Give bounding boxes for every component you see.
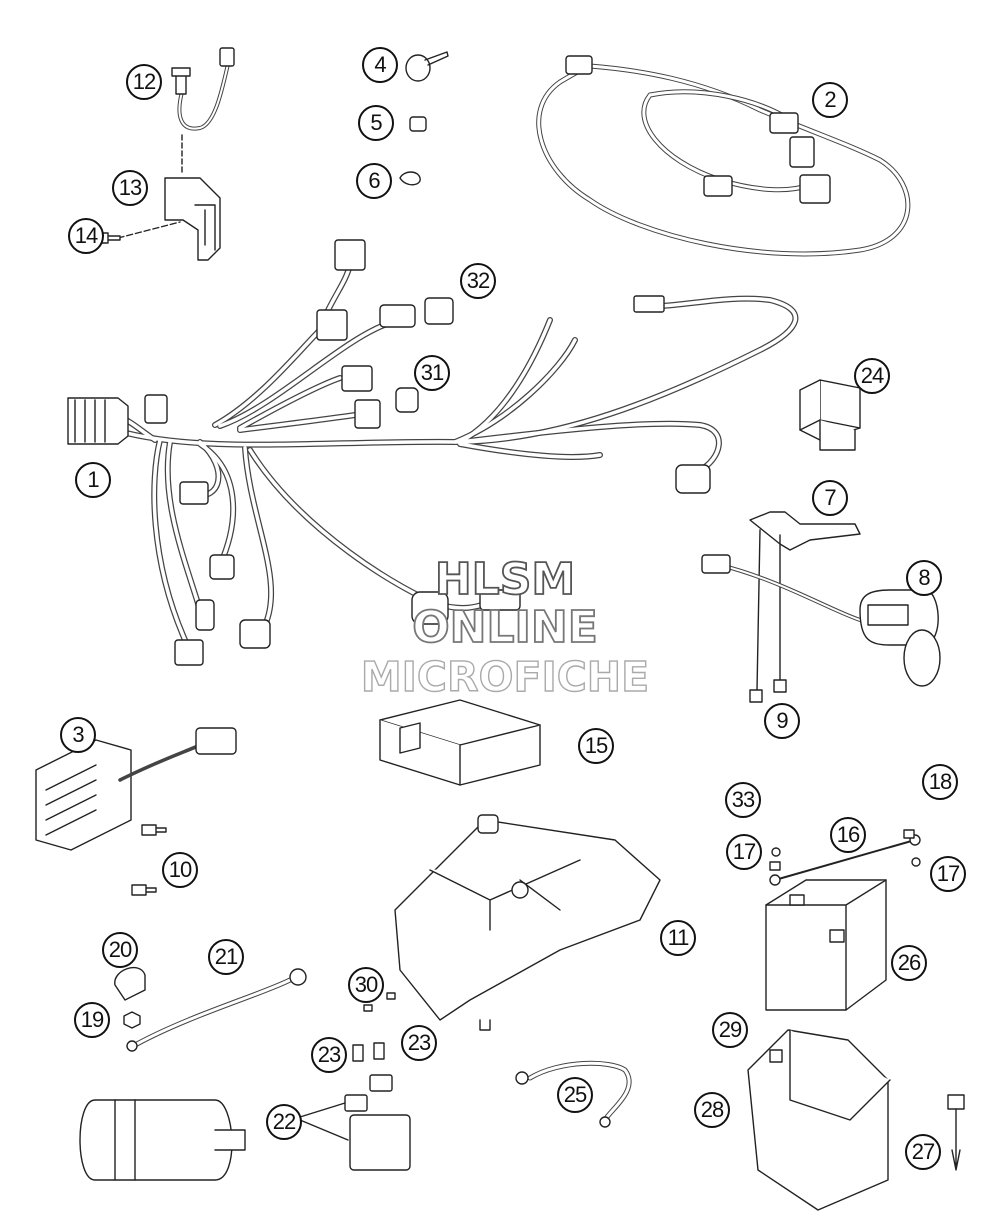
callout-21[interactable]: 21 <box>208 939 244 975</box>
callout-17a[interactable]: 17 <box>726 834 762 870</box>
watermark-line-3: MICROFICHE <box>360 653 650 701</box>
callout-6[interactable]: 6 <box>356 163 392 199</box>
callout-9[interactable]: 9 <box>764 703 800 739</box>
battery-cover-drawing <box>747 1029 891 1211</box>
callout-31[interactable]: 31 <box>414 355 450 391</box>
callout-10[interactable]: 10 <box>162 852 198 888</box>
callout-19[interactable]: 19 <box>74 1002 110 1038</box>
clip-parts-drawing <box>399 51 449 186</box>
callout-13[interactable]: 13 <box>112 170 148 206</box>
callout-4[interactable]: 4 <box>362 47 398 83</box>
callout-18[interactable]: 18 <box>922 764 958 800</box>
regulator-drawing <box>35 727 237 896</box>
main-harness-drawing <box>67 239 799 666</box>
callout-28[interactable]: 28 <box>694 1092 730 1128</box>
callout-5[interactable]: 5 <box>358 105 394 141</box>
watermark-line-2: ONLINE <box>411 602 598 653</box>
callout-1[interactable]: 1 <box>75 462 111 498</box>
wiring-harness-loop-drawing <box>536 55 911 257</box>
callout-20[interactable]: 20 <box>102 932 138 968</box>
callout-14[interactable]: 14 <box>68 218 104 254</box>
callout-24[interactable]: 24 <box>854 358 890 394</box>
callout-33[interactable]: 33 <box>725 782 761 818</box>
battery-drawing <box>765 829 921 1011</box>
cable-tie-27-drawing <box>947 1094 965 1171</box>
callout-23a[interactable]: 23 <box>311 1037 347 1073</box>
relay-and-fuses-drawing <box>299 992 411 1171</box>
horn-and-bracket-drawing <box>701 511 941 703</box>
callout-17b[interactable]: 17 <box>930 856 966 892</box>
watermark-line-1: HLSM <box>434 554 576 605</box>
starter-cable-drawing <box>114 966 307 1052</box>
callout-11[interactable]: 11 <box>660 920 696 956</box>
callout-12[interactable]: 12 <box>126 64 162 100</box>
callout-8[interactable]: 8 <box>906 560 942 596</box>
callout-22[interactable]: 22 <box>266 1104 302 1140</box>
callout-23b[interactable]: 23 <box>401 1025 437 1061</box>
callout-30[interactable]: 30 <box>348 967 384 1003</box>
callout-7[interactable]: 7 <box>812 480 848 516</box>
callout-16[interactable]: 16 <box>830 817 866 853</box>
flasher-relay-drawing <box>799 379 861 451</box>
callout-27[interactable]: 27 <box>905 1134 941 1170</box>
ground-cable-drawing <box>515 1060 632 1128</box>
callout-15[interactable]: 15 <box>578 728 614 764</box>
switch-and-holder-drawing <box>93 47 235 261</box>
callout-26[interactable]: 26 <box>891 945 927 981</box>
callout-29[interactable]: 29 <box>712 1012 748 1048</box>
starter-motor-drawing <box>79 1099 246 1181</box>
callout-25[interactable]: 25 <box>557 1077 593 1113</box>
battery-holder-drawing <box>394 814 661 1031</box>
callout-2[interactable]: 2 <box>812 82 848 118</box>
control-unit-drawing <box>379 699 541 786</box>
callout-3[interactable]: 3 <box>60 717 96 753</box>
callout-32[interactable]: 32 <box>460 263 496 299</box>
